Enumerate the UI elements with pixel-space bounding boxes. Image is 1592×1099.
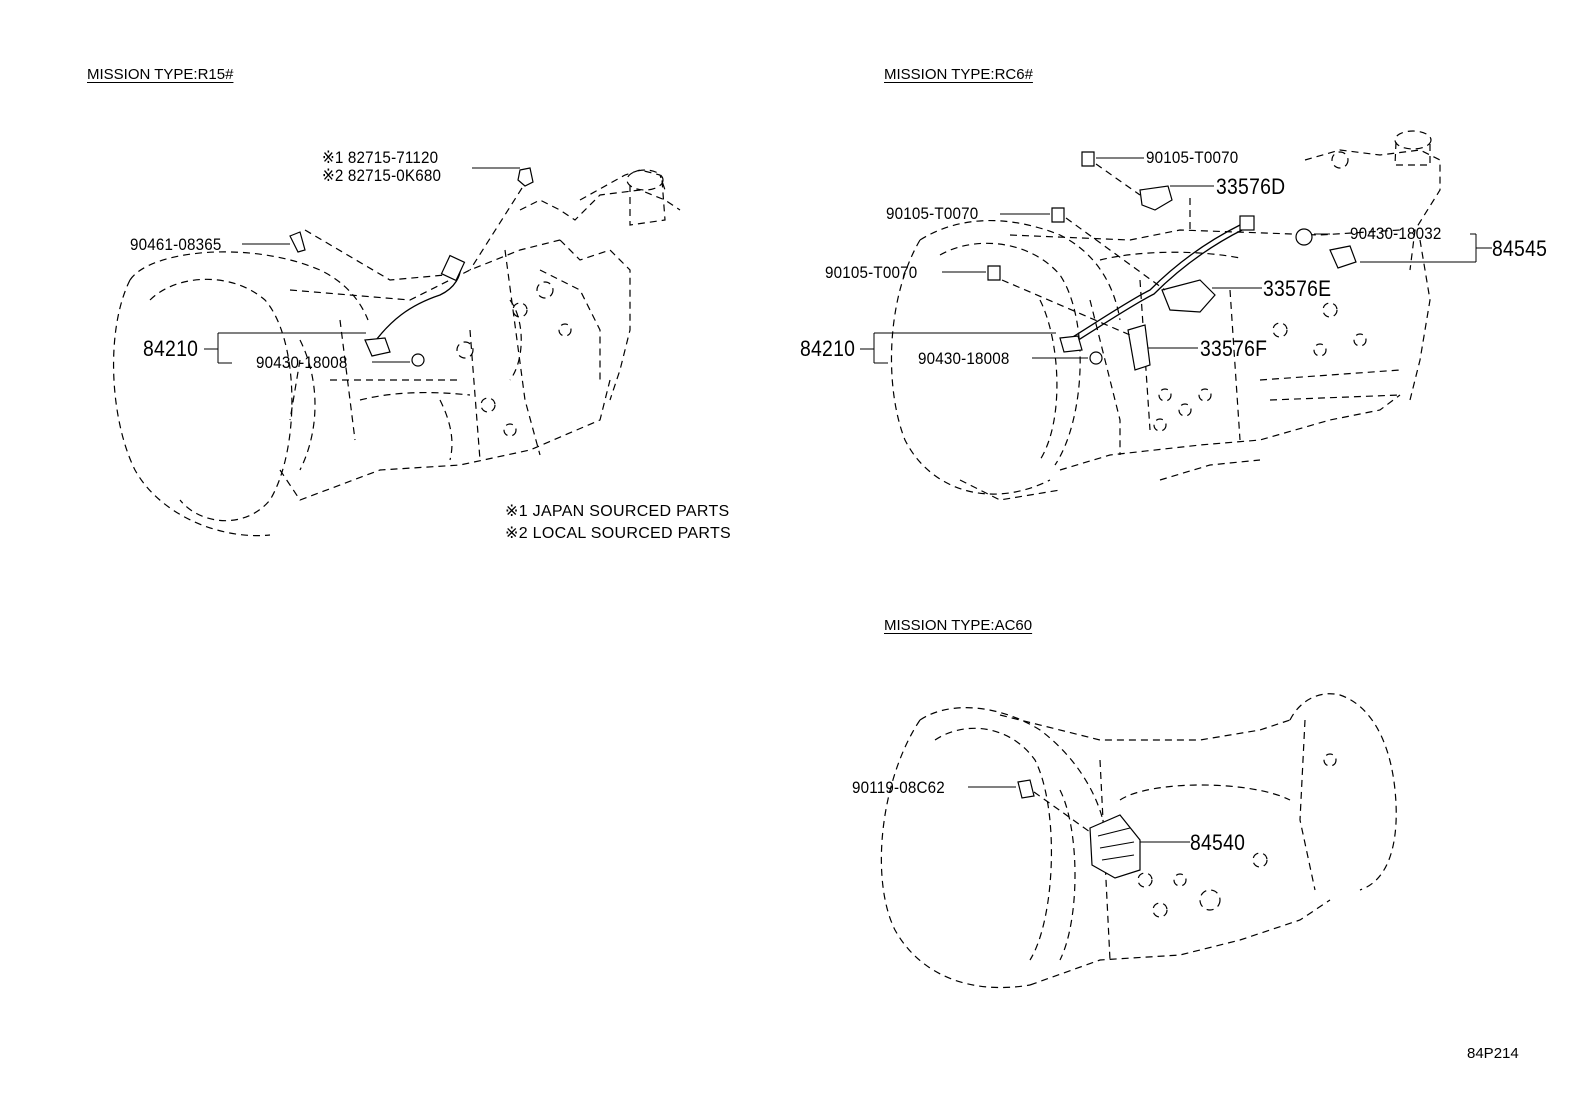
part-label: 90430-18032	[1350, 225, 1442, 243]
part-label: 84540	[1190, 830, 1246, 855]
section-title: MISSION TYPE:RC6#	[884, 66, 1033, 83]
rc6-transmission-drawing	[890, 130, 1441, 501]
part-label: 33576E	[1263, 276, 1332, 301]
part-label: 33576D	[1216, 174, 1286, 199]
r15-leader-lines	[204, 167, 520, 364]
part-label: 90105-T0070	[886, 205, 979, 223]
rc6-leader-lines	[860, 157, 1492, 364]
section-title: MISSION TYPE:R15#	[87, 66, 234, 83]
part-label: 90105-T0070	[825, 264, 918, 282]
part-label: 90119-08C62	[852, 779, 945, 797]
ac60-leader-lines	[968, 786, 1190, 843]
part-label: 84210	[800, 336, 856, 361]
part-label: 84545	[1492, 236, 1548, 261]
part-label: 90461-08365	[130, 236, 222, 254]
part-label: 33576F	[1200, 336, 1268, 361]
section-title: MISSION TYPE:AC60	[884, 617, 1033, 634]
part-label: 90430-18008	[256, 354, 348, 372]
r15-transmission-drawing	[112, 167, 681, 537]
part-label: 84210	[143, 336, 199, 361]
part-label: ※1 82715-71120	[322, 149, 439, 167]
part-label: 90430-18008	[918, 350, 1010, 368]
footnote: ※1 JAPAN SOURCED PARTS	[505, 503, 730, 520]
part-label: ※2 82715-0K680	[322, 167, 442, 185]
footnote: ※2 LOCAL SOURCED PARTS	[505, 525, 731, 542]
diagram-code: 84P214	[1467, 1045, 1519, 1062]
part-label: 90105-T0070	[1146, 149, 1239, 167]
ac60-transmission-drawing	[880, 693, 1397, 989]
